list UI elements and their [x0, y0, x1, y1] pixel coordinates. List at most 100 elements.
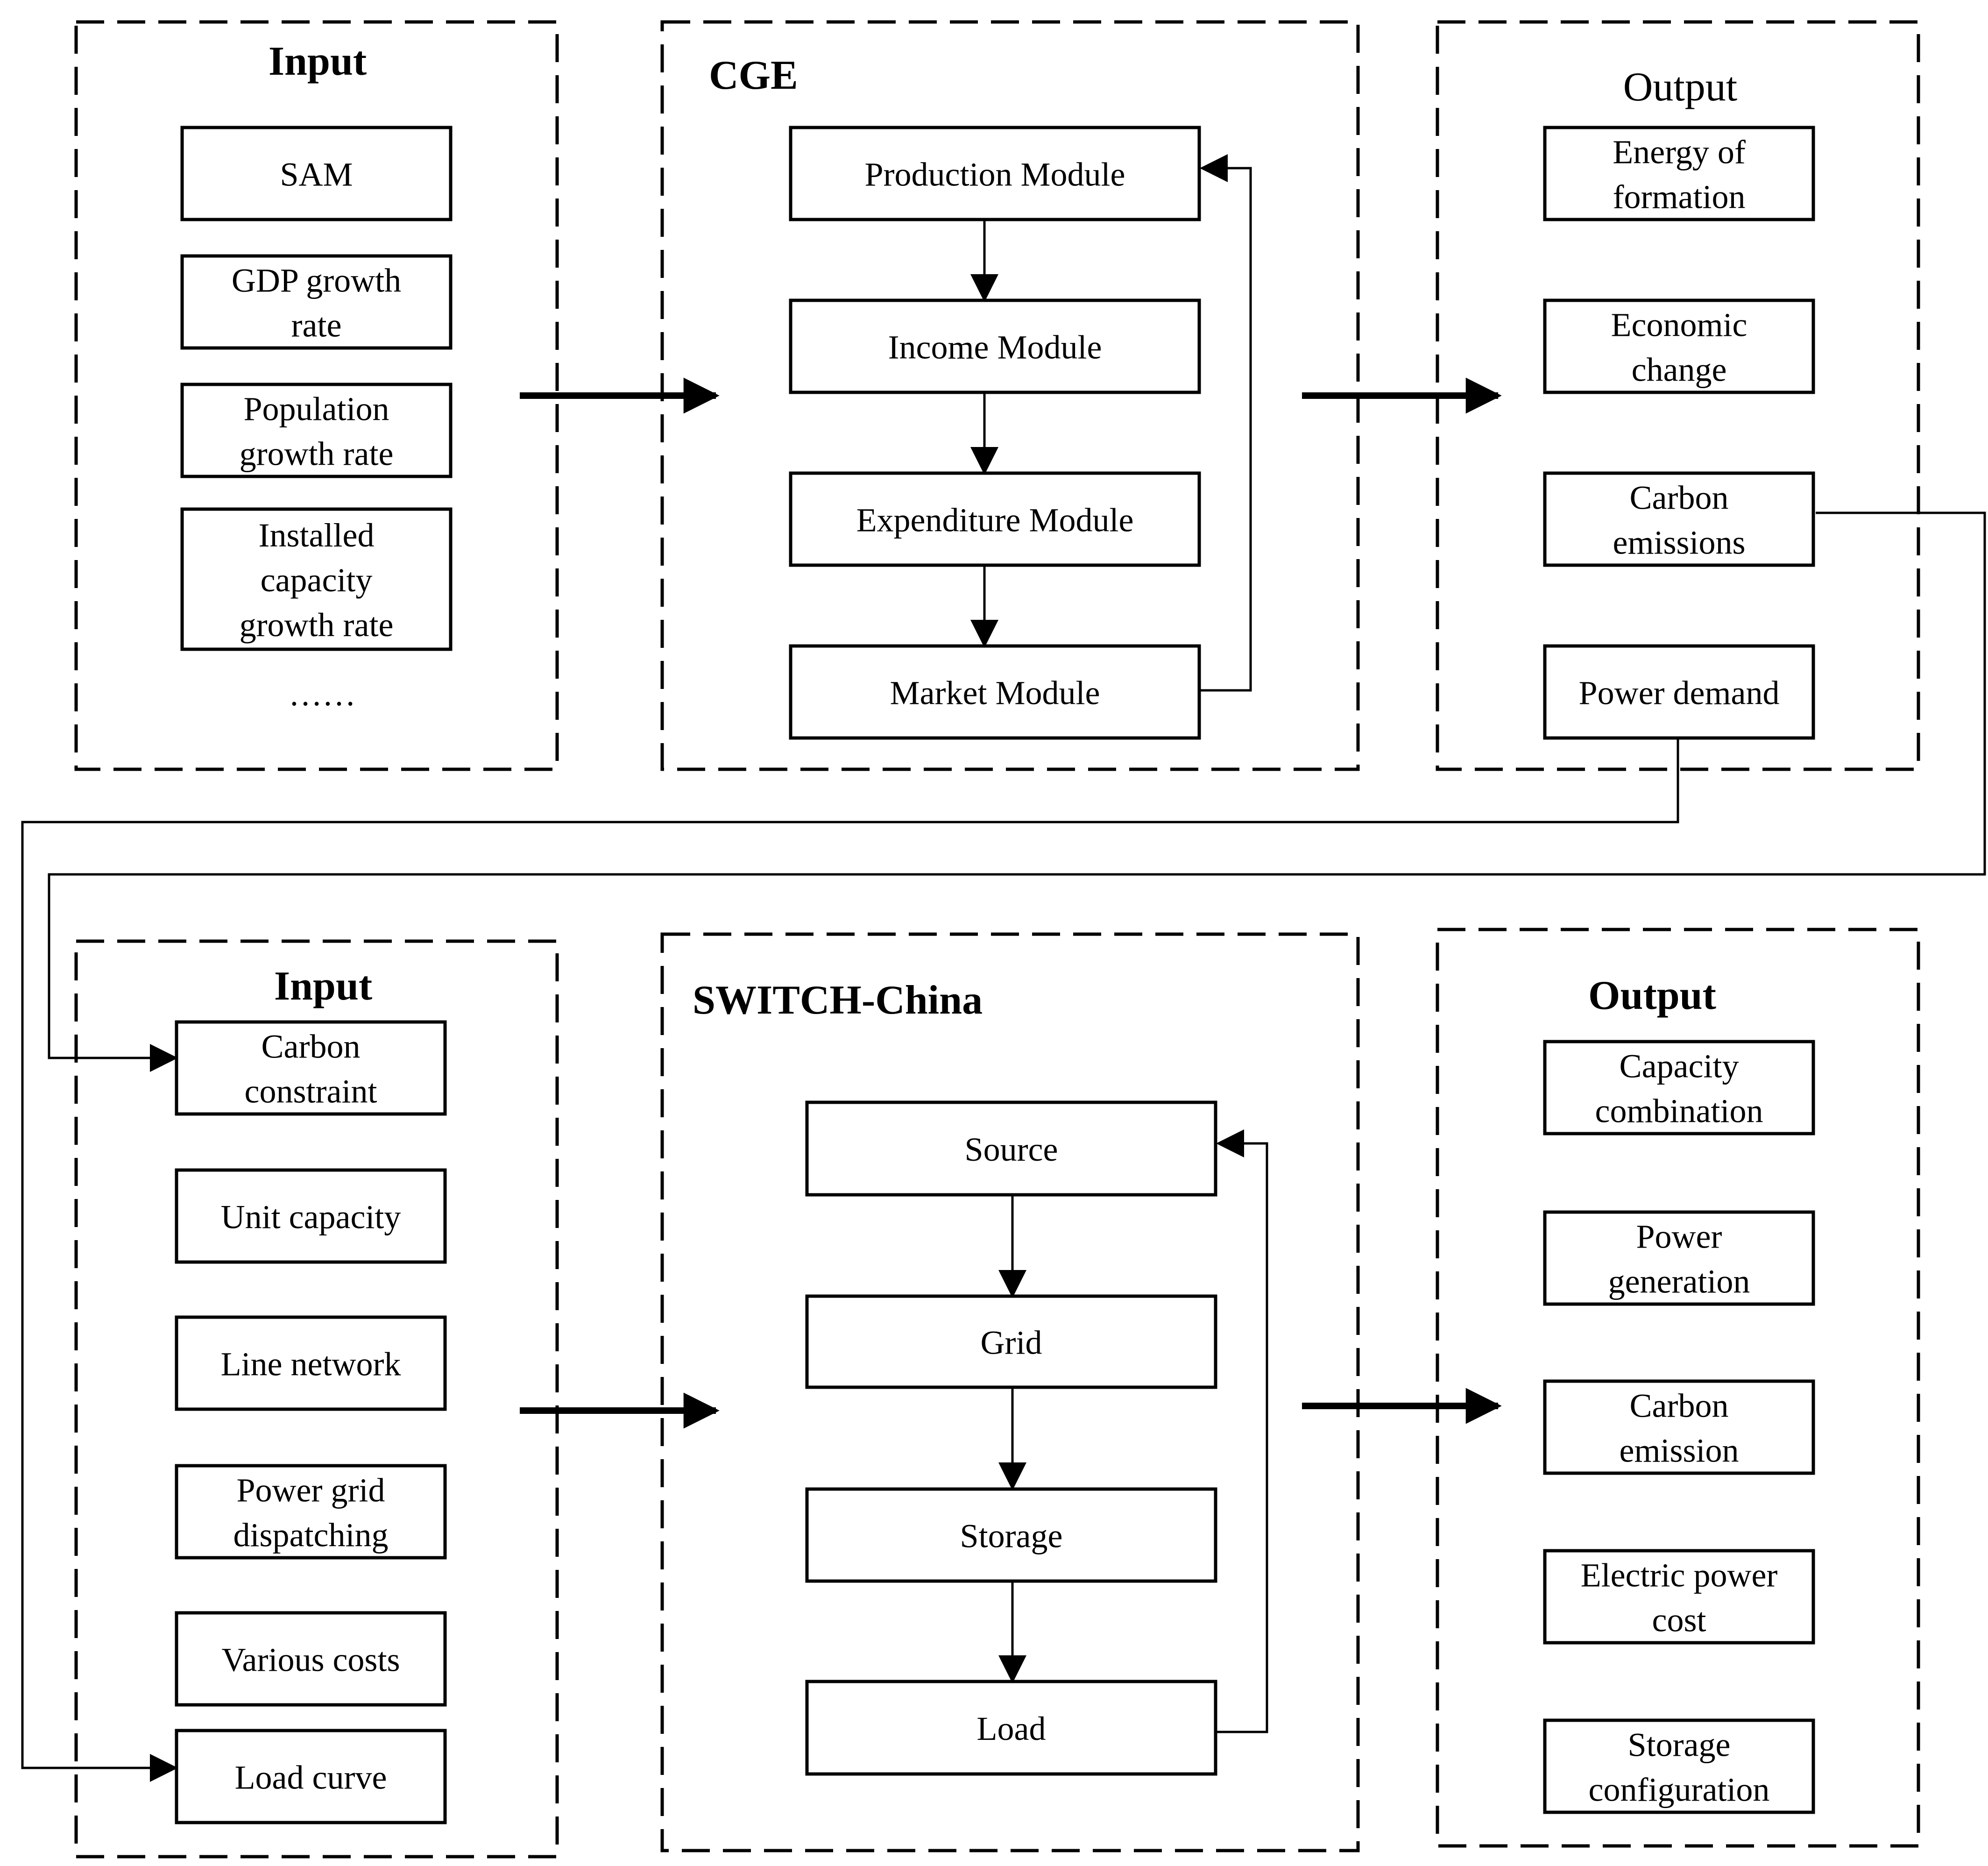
carbon-constraint-label-line-1: Carbon — [262, 1028, 361, 1065]
switch-china-model-title: SWITCH-China — [693, 978, 983, 1023]
load-curve-node: Load curve — [175, 1729, 447, 1824]
top-input-ellipsis: …… — [289, 675, 356, 713]
carbon-emission-node: Carbon emission — [1543, 1379, 1815, 1475]
income-module-node: Income Module — [789, 298, 1201, 394]
production-module-box — [789, 126, 1201, 221]
power-demand-box — [1543, 644, 1815, 740]
power-grid-dispatching-label-line-1: Power grid — [237, 1472, 385, 1509]
source-node: Source — [805, 1100, 1217, 1197]
power-grid-dispatching-node: Power grid dispatching — [175, 1464, 447, 1560]
power-demand-label-line-1: Power demand — [1579, 674, 1780, 712]
energy-of-formation-label-line-1: Energy of — [1613, 134, 1746, 171]
expenditure-module-label-line-1: Expenditure Module — [856, 502, 1134, 539]
switch-china-model-group — [660, 932, 1360, 1852]
gdp-growth-rate-box — [180, 254, 453, 350]
various-costs-label-line-1: Various costs — [222, 1641, 400, 1679]
capacity-combination-label-line-1: Capacity — [1620, 1048, 1739, 1085]
carbon-emission-label-line-1: Carbon — [1630, 1387, 1729, 1425]
carbon-emission-label-line-2: emission — [1619, 1432, 1739, 1469]
production-module-node: Production Module — [789, 126, 1201, 221]
gdp-growth-rate-node: GDP growth rate — [180, 254, 453, 350]
capacity-combination-label-line-2: combination — [1595, 1093, 1763, 1130]
carbon-emission-box — [1543, 1379, 1815, 1475]
gdp-growth-rate-label-line-2: rate — [291, 307, 342, 344]
electric-power-cost-node: Electric power cost — [1543, 1549, 1815, 1645]
top-output-title: Output — [1623, 64, 1737, 110]
economic-change-label-line-1: Economic — [1611, 306, 1747, 344]
carbon-emissions-to-carbon-constraint-link — [48, 511, 1986, 1072]
population-growth-rate-label-line-2: growth rate — [240, 435, 394, 473]
income-module-label-line-1: Income Module — [888, 329, 1102, 366]
market-module-box — [789, 644, 1201, 740]
unit-capacity-node: Unit capacity — [175, 1168, 447, 1264]
sam-node: SAM — [180, 126, 453, 221]
carbon-emissions-label-line-2: emissions — [1613, 524, 1745, 561]
load-curve-box — [175, 1729, 447, 1824]
source-box — [805, 1100, 1217, 1197]
carbon-emissions-box — [1543, 471, 1815, 567]
electric-power-cost-label-line-2: cost — [1652, 1602, 1706, 1639]
grid-box — [805, 1294, 1217, 1389]
storage-node: Storage — [805, 1487, 1217, 1583]
expenditure-module-node: Expenditure Module — [789, 471, 1201, 567]
line-network-label-line-1: Line network — [221, 1346, 401, 1383]
cge-model-title: CGE — [709, 53, 798, 98]
various-costs-node: Various costs — [175, 1611, 447, 1707]
population-growth-rate-box — [180, 383, 453, 478]
gdp-growth-rate-label-line-1: GDP growth — [232, 262, 401, 299]
various-costs-box — [175, 1611, 447, 1707]
load-label-line-1: Load — [977, 1710, 1046, 1747]
load-box — [805, 1680, 1217, 1776]
installed-capacity-growth-rate-box — [180, 507, 453, 651]
electric-power-cost-label-line-1: Electric power — [1581, 1557, 1778, 1594]
market-module-label-line-1: Market Module — [890, 674, 1100, 712]
expenditure-module-box — [789, 471, 1201, 567]
population-growth-rate-label-line-1: Population — [243, 390, 389, 428]
energy-of-formation-node: Energy of formation — [1543, 126, 1815, 221]
sam-label-line-1: SAM — [280, 156, 353, 193]
storage-configuration-label-line-1: Storage — [1628, 1726, 1731, 1764]
installed-capacity-growth-rate-node: Installed capacity growth rate — [180, 507, 453, 651]
load-curve-label-line-1: Load curve — [235, 1759, 387, 1796]
installed-capacity-growth-rate-label-line-1: Installed — [259, 517, 375, 554]
storage-label-line-1: Storage — [960, 1518, 1063, 1555]
cge-feedback-arrow — [1199, 154, 1252, 692]
source-label-line-1: Source — [965, 1131, 1058, 1168]
storage-configuration-box — [1543, 1718, 1815, 1814]
installed-capacity-growth-rate-label-line-3: growth rate — [240, 606, 394, 644]
top-input-group — [74, 20, 559, 771]
population-growth-rate-node: Population growth rate — [180, 383, 453, 478]
power-grid-dispatching-box — [175, 1464, 447, 1560]
power-generation-label-line-1: Power — [1636, 1218, 1722, 1256]
power-grid-dispatching-label-line-2: dispatching — [233, 1517, 389, 1554]
unit-capacity-box — [175, 1168, 447, 1264]
power-demand-to-load-curve-link — [21, 738, 1679, 1782]
unit-capacity-label-line-1: Unit capacity — [221, 1199, 401, 1236]
power-demand-node: Power demand — [1543, 644, 1815, 740]
grid-label-line-1: Grid — [981, 1324, 1042, 1362]
bottom-input-title: Input — [274, 964, 372, 1009]
energy-of-formation-box — [1543, 126, 1815, 221]
market-module-node: Market Module — [789, 644, 1201, 740]
capacity-combination-node: Capacity combination — [1543, 1040, 1815, 1135]
top-input-title: Input — [269, 39, 367, 84]
income-module-box — [789, 298, 1201, 394]
switch-feedback-arrow — [1216, 1129, 1268, 1733]
sam-box — [180, 126, 453, 221]
load-node: Load — [805, 1680, 1217, 1776]
energy-of-formation-label-line-2: formation — [1613, 178, 1746, 216]
bottom-output-title: Output — [1588, 973, 1716, 1018]
capacity-combination-box — [1543, 1040, 1815, 1135]
installed-capacity-growth-rate-label-line-2: capacity — [261, 561, 373, 599]
grid-node: Grid — [805, 1294, 1217, 1389]
production-module-label-line-1: Production Module — [865, 156, 1125, 193]
economic-change-box — [1543, 298, 1815, 394]
line-network-box — [175, 1315, 447, 1411]
storage-configuration-label-line-2: configuration — [1589, 1771, 1770, 1809]
storage-configuration-node: Storage configuration — [1543, 1718, 1815, 1814]
